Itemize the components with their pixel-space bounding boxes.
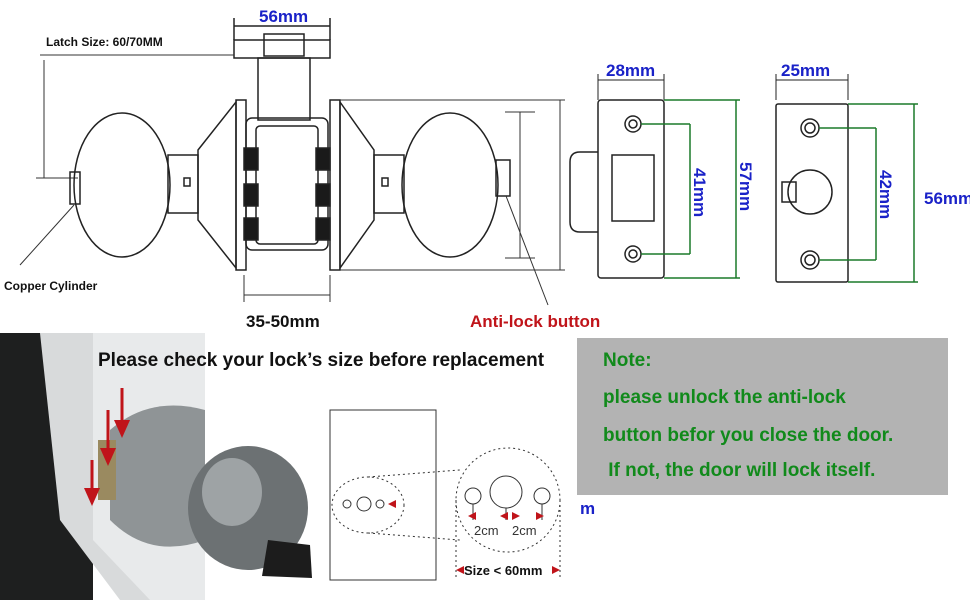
left-neck-slot (183, 177, 191, 187)
zoom-line (367, 469, 461, 478)
width-range-label: 35-50mm (246, 312, 320, 331)
cylinder-callout (19, 204, 75, 266)
latch-tube (257, 57, 311, 121)
mount-block (315, 217, 331, 241)
strike-plate-drawing (569, 74, 740, 279)
latch-screw-hole (800, 118, 820, 138)
left-neck (167, 154, 199, 214)
right-neck-slot (381, 177, 389, 187)
chassis-inner (255, 125, 319, 245)
latch-bore-notch (781, 181, 797, 203)
right-rose (339, 99, 375, 271)
latch-plate-drawing (775, 74, 918, 283)
mount-block (315, 183, 331, 207)
knob-rose (110, 405, 205, 547)
door-outline (329, 409, 437, 581)
note-line-2: button befor you close the door. (603, 425, 894, 446)
note-heading: Note: (603, 350, 652, 371)
knob-side-drawing (19, 18, 565, 306)
strike-lip (569, 151, 598, 233)
anti-lock-button-drawing (495, 159, 511, 197)
right-knob (401, 112, 499, 258)
right-neck (373, 154, 405, 214)
strike-spacing-label: 41mm (690, 168, 709, 217)
latch-bore (787, 169, 833, 215)
zoom-line (367, 532, 461, 541)
knob-photo (0, 333, 315, 600)
latch-screw-hole-inner (804, 254, 816, 266)
strike-screw-hole-inner (628, 249, 638, 259)
note-line-3: If not, the door will lock itself. (603, 460, 876, 481)
copper-cylinder-label: Copper Cylinder (4, 279, 98, 293)
hole-small (375, 499, 385, 509)
mount-block (243, 183, 259, 207)
hole-small (342, 499, 352, 509)
mount-block (243, 217, 259, 241)
spacing-a-label: 2cm (474, 523, 499, 538)
anti-lock-callout (505, 195, 549, 306)
red-marker (552, 566, 560, 574)
left-knob (73, 112, 171, 258)
stray-m-text: m (580, 499, 595, 518)
cylinder-face (69, 171, 81, 205)
width-56-label: 56mm (259, 7, 308, 26)
latch-bolt (263, 33, 305, 57)
red-marker (456, 566, 464, 574)
latch-plate (775, 103, 849, 283)
strike-screw-hole (624, 115, 642, 133)
door-bore-diagram (329, 409, 561, 581)
zoom-hole-small (533, 487, 551, 505)
right-rose-plate (329, 99, 341, 271)
strike-plate (597, 99, 665, 279)
knob-tag (262, 540, 312, 578)
size-limit-label: Size < 60mm (464, 563, 542, 578)
knob-highlight (202, 458, 262, 526)
anti-lock-button-label: Anti-lock button (470, 312, 600, 331)
mount-block (315, 147, 331, 171)
red-marker (512, 512, 520, 520)
zoom-hole-small (464, 487, 482, 505)
red-marker (388, 500, 396, 508)
mount-block (243, 147, 259, 171)
zoom-hole-large (489, 475, 523, 509)
latch-plate-width-label: 25mm (781, 61, 830, 80)
latch-plate-height-label: 56mm (924, 189, 970, 208)
red-marker (536, 512, 544, 520)
latch-plate-spacing-label: 42mm (876, 170, 895, 219)
check-size-title: Please check your lock’s size before rep… (98, 350, 545, 371)
strike-screw-hole-inner (628, 119, 638, 129)
strike-height-label: 57mm (736, 162, 755, 211)
bore-zoom-large (455, 447, 561, 553)
spacing-b-label: 2cm (512, 523, 537, 538)
note-line-1: please unlock the anti-lock (603, 387, 846, 408)
latch-screw-hole (800, 250, 820, 270)
latch-size-label: Latch Size: 60/70MM (46, 35, 163, 49)
strike-screw-hole (624, 245, 642, 263)
latch-screw-hole-inner (804, 122, 816, 134)
red-arrow-head (84, 488, 100, 506)
red-marker (468, 512, 476, 520)
hole-large (356, 496, 372, 512)
red-arrow-head (114, 420, 130, 438)
note-box (577, 338, 948, 495)
left-rose (197, 99, 237, 271)
red-arrow-head (100, 448, 116, 466)
strike-width-label: 28mm (606, 61, 655, 80)
strike-opening (611, 154, 655, 222)
red-marker (500, 512, 508, 520)
